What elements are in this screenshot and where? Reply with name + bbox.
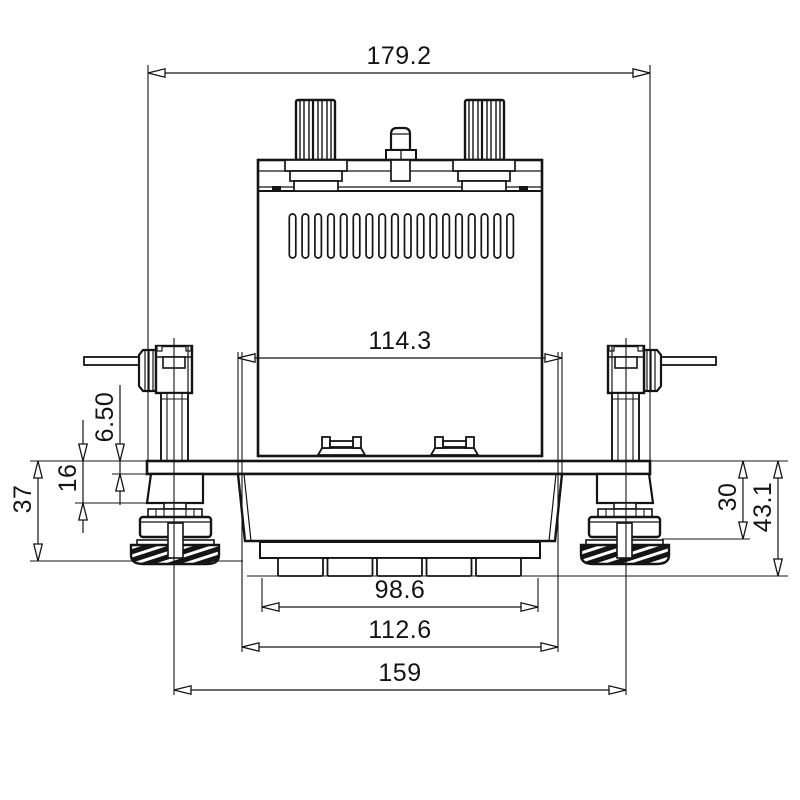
device-chassis: [256, 158, 544, 458]
arrowhead-icon: [241, 641, 260, 653]
right-foot-stem: [616, 522, 633, 559]
extension-lines: [30, 65, 788, 695]
dim-plate-to-foot-bottom: 37: [9, 460, 44, 562]
dim-label-strip-width: 98.6: [375, 576, 426, 604]
arrowhead-icon: [540, 641, 559, 653]
arrowhead-icon: [632, 67, 651, 79]
left-knob-pedestal: [284, 159, 348, 192]
dim-label-lower-body-width: 112.6: [368, 616, 431, 644]
dim-upper-body-width: 114.3: [237, 327, 563, 364]
arrowhead-icon: [737, 460, 749, 479]
dim-plate-to-lower-strip: 30: [714, 460, 749, 540]
right-clamp-rod: [660, 356, 717, 366]
arrowhead-icon: [237, 352, 256, 364]
dim-plate-thickness: 6.50: [91, 385, 126, 505]
arrowhead-icon: [737, 521, 749, 540]
dim-label-overall-width: 179.2: [366, 42, 431, 70]
arrowhead-icon: [772, 558, 784, 577]
dim-strip-width: 98.6: [261, 576, 539, 613]
arrowhead-icon: [772, 460, 784, 479]
dim-lower-body-width: 112.6: [241, 616, 559, 653]
dim-label-30: 30: [714, 483, 742, 512]
dim-overall-width: 179.2: [147, 42, 651, 79]
dim-label-plate-thickness: 6.50: [91, 392, 119, 443]
right-wedge-block: [595, 472, 655, 505]
left-knob: [294, 98, 337, 162]
arrowhead-icon: [32, 460, 44, 479]
arrowhead-icon: [544, 352, 563, 364]
antenna-neck: [390, 159, 411, 182]
lower-body: [236, 472, 564, 543]
dim-label-16: 16: [54, 464, 82, 493]
arrowhead-icon: [147, 67, 166, 79]
left-foot-stem: [167, 522, 184, 559]
dim-label-37: 37: [9, 485, 37, 514]
arrowhead-icon: [173, 684, 192, 696]
chassis-outline: [256, 158, 544, 458]
dim-foot-span: 159: [173, 659, 627, 696]
connector-block: [475, 557, 522, 577]
dim-label-upper-body-width: 114.3: [368, 327, 431, 355]
connector-block: [425, 557, 473, 577]
dim-label-foot-span: 159: [378, 659, 421, 687]
latch-clip-left: [316, 436, 367, 456]
arrowhead-icon: [32, 543, 44, 562]
vent-grille: [288, 213, 515, 259]
right-knob-pedestal: [452, 159, 516, 192]
arrowhead-icon: [77, 443, 89, 462]
arrowhead-icon: [114, 473, 126, 492]
connector-strip: [259, 541, 541, 559]
mounting-plate: [145, 459, 652, 476]
arrowhead-icon: [77, 502, 89, 521]
left-wedge-block: [145, 472, 205, 505]
arrowhead-icon: [520, 601, 539, 613]
right-hook-detail: [519, 186, 528, 192]
left-hook-detail: [272, 186, 281, 192]
arrowhead-icon: [261, 601, 280, 613]
right-knob: [463, 98, 506, 162]
arrowhead-icon: [114, 443, 126, 462]
latch-clip-right: [429, 436, 480, 456]
bottom-connectors: [259, 541, 541, 577]
arrowhead-icon: [608, 684, 627, 696]
left-clamp-rod: [83, 356, 140, 366]
dim-overall-lower-height: 43.1: [749, 460, 784, 577]
connector-block: [277, 557, 324, 577]
connector-block: [326, 557, 374, 577]
dim-plate-to-bracket-block: 16: [54, 420, 89, 533]
left-foot: [129, 472, 221, 566]
connector-block: [376, 557, 423, 577]
right-foot: [579, 472, 671, 566]
dim-label-43-1: 43.1: [749, 482, 777, 533]
